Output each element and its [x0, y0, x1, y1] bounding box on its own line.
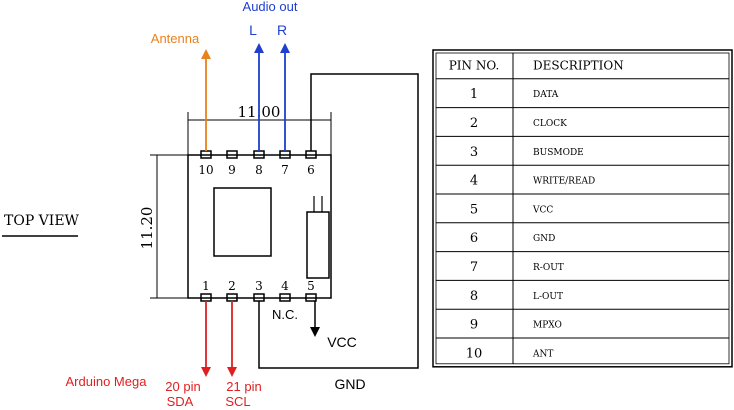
top-pin-number: 10	[198, 163, 213, 177]
table-row-description: R-OUT	[533, 263, 564, 273]
table-row-pin: 5	[470, 202, 478, 217]
table-row-pin: 4	[470, 174, 478, 189]
table-row-pin: 8	[470, 289, 478, 304]
height-dimension-label: 11.20	[138, 207, 156, 250]
top-pin-number: 7	[281, 163, 289, 177]
table-row-description: DATA	[533, 90, 559, 100]
top-pin-number: 6	[307, 163, 315, 177]
audio-out-label: Audio out	[243, 0, 298, 14]
table-row-description: WRITE/READ	[533, 177, 595, 187]
audio-left-label: L	[249, 22, 257, 38]
table-header-pin: PIN NO.	[449, 58, 500, 72]
vcc-label: VCC	[327, 334, 357, 350]
bottom-pin-number: 1	[202, 279, 210, 293]
table-row-pin: 10	[466, 346, 483, 361]
table-row-description: GND	[533, 234, 555, 244]
bottom-pin-number: 4	[281, 279, 289, 293]
height-dimension	[150, 154, 188, 299]
table-row-pin: 7	[470, 260, 478, 275]
table-row-pin: 2	[470, 116, 478, 131]
module-crystal	[306, 211, 330, 279]
pin-table: PIN NO. DESCRIPTION 1 DATA 2 CLOCK 3 BUSMODE 4 WR…	[432, 49, 733, 368]
scl-label: SCL	[225, 394, 250, 409]
antenna-label: Antenna	[151, 31, 200, 46]
bottom-pin-number: 2	[228, 279, 236, 293]
table-row-description: CLOCK	[533, 119, 567, 129]
top-pin-number: 9	[228, 163, 236, 177]
bottom-pin-number: 5	[307, 279, 315, 293]
top-view-label: TOP VIEW	[4, 213, 80, 229]
table-border	[432, 49, 733, 368]
nc-label: N.C.	[272, 307, 298, 322]
table-row-description: ANT	[532, 349, 553, 359]
module-body	[187, 154, 332, 299]
table-row-description: MPXO	[533, 321, 562, 331]
scl-pin-label: 21 pin	[226, 379, 261, 394]
table-row-pin: 3	[470, 145, 478, 160]
audio-right-label: R	[277, 22, 287, 38]
table-header-description: DESCRIPTION	[533, 58, 624, 72]
table-row-description: VCC	[532, 205, 553, 215]
sda-label: SDA	[167, 394, 194, 409]
table-row-description: L-OUT	[533, 292, 563, 302]
table-row-pin: 9	[470, 318, 478, 333]
table-row-pin: 6	[470, 231, 478, 246]
table-row-pin: 1	[470, 87, 478, 102]
gnd-wire	[258, 73, 419, 369]
arduino-label: Arduino Mega	[66, 374, 148, 389]
sda-pin-label: 20 pin	[165, 379, 200, 394]
bottom-pin-number: 3	[255, 279, 263, 293]
module-chip	[213, 187, 272, 257]
top-pin-number: 8	[255, 163, 263, 177]
gnd-label: GND	[334, 376, 365, 392]
table-row-description: BUSMODE	[533, 148, 584, 158]
table-inner-border	[435, 52, 730, 365]
